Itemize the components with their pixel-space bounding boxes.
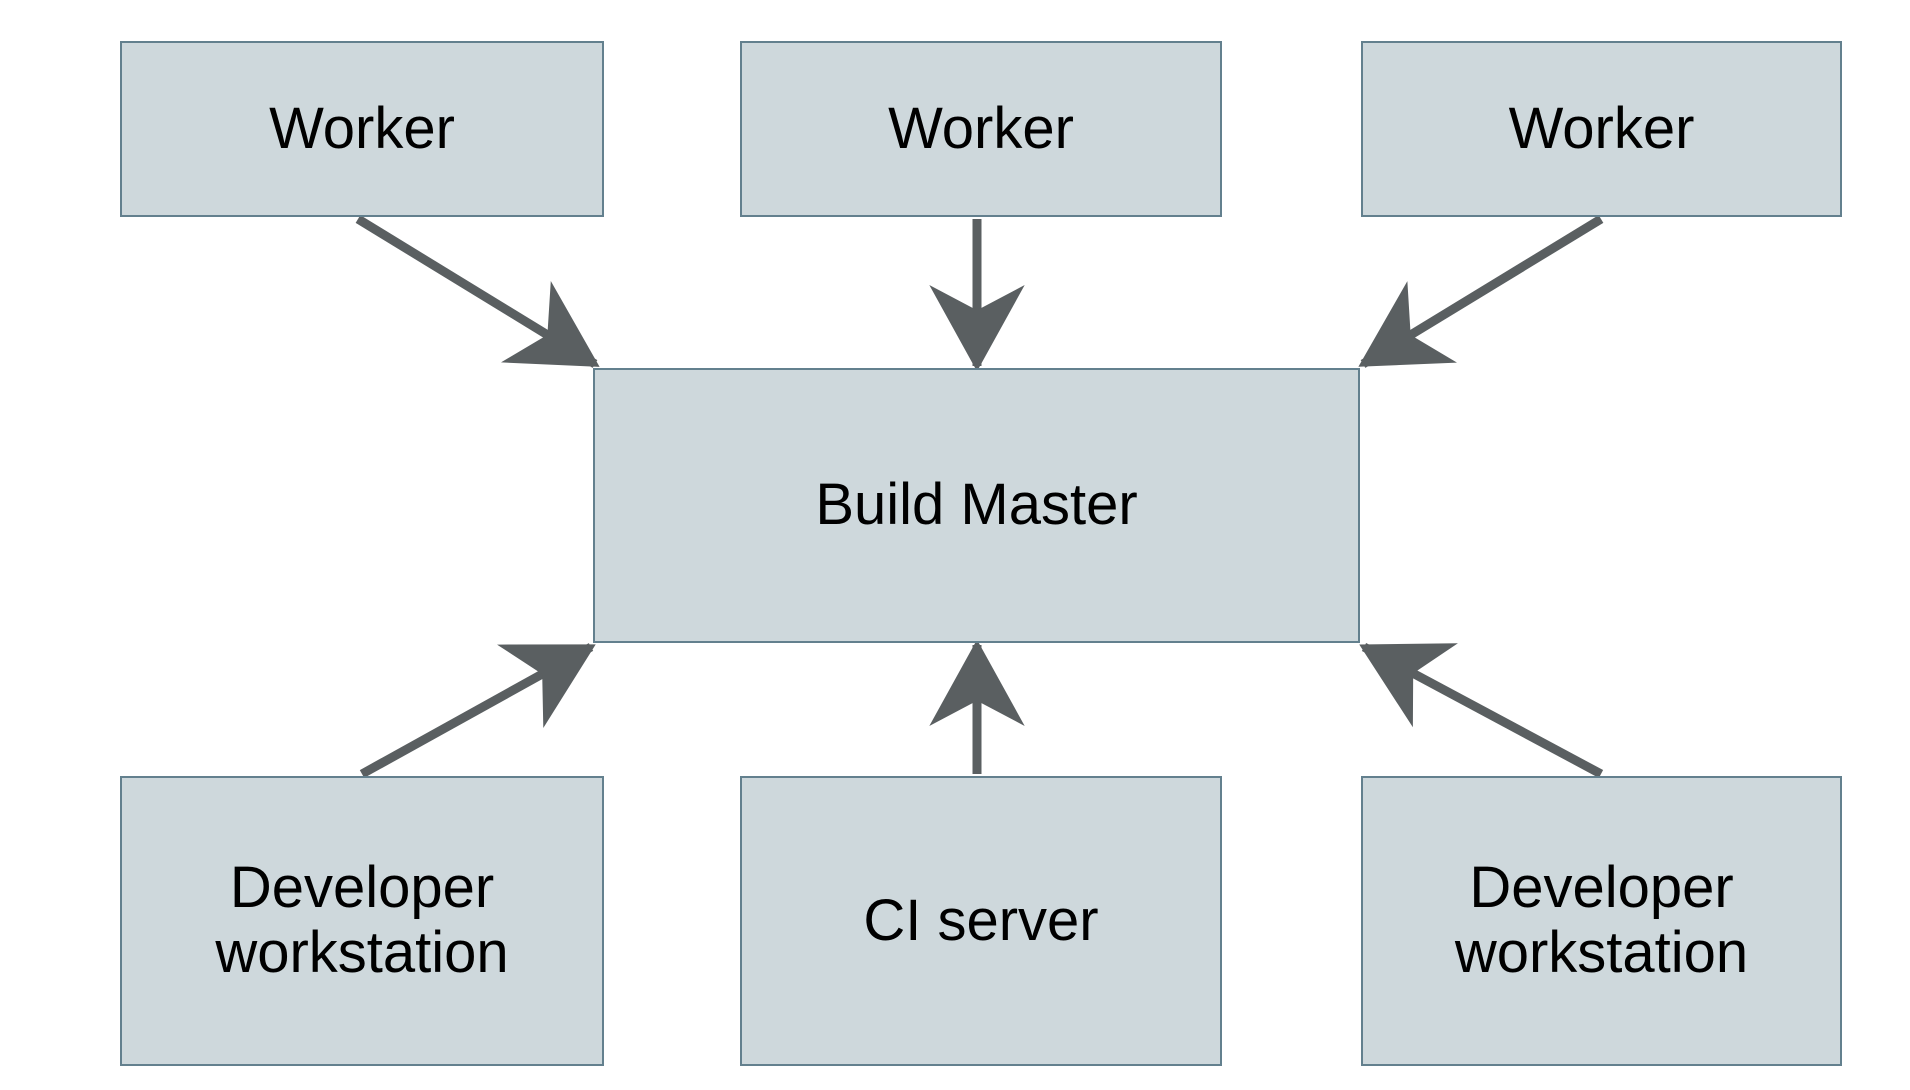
- node-dev-workstation-2-label: Developer workstation: [1454, 855, 1749, 985]
- node-build-master[interactable]: Build Master: [593, 368, 1360, 643]
- edge-worker-3-to-build-master: [1358, 215, 1604, 368]
- edge-dev-workstation-1-to-build-master: [359, 643, 596, 778]
- edge-dev-workstation-2-to-build-master: [1359, 643, 1604, 778]
- node-ci-server[interactable]: CI server: [740, 776, 1222, 1066]
- node-build-master-label: Build Master: [815, 472, 1138, 538]
- node-worker-1-label: Worker: [269, 95, 455, 161]
- node-worker-3[interactable]: Worker: [1361, 41, 1842, 217]
- node-dev-workstation-1[interactable]: Developer workstation: [120, 776, 604, 1066]
- node-worker-2-label: Worker: [888, 95, 1074, 161]
- node-worker-3-label: Worker: [1508, 95, 1695, 161]
- edge-worker-1-to-build-master: [355, 215, 600, 368]
- node-ci-server-label: CI server: [863, 887, 1099, 953]
- node-worker-2[interactable]: Worker: [740, 41, 1222, 217]
- node-dev-workstation-1-label: Developer workstation: [215, 855, 509, 985]
- node-worker-1[interactable]: Worker: [120, 41, 604, 217]
- node-dev-workstation-2[interactable]: Developer workstation: [1361, 776, 1842, 1066]
